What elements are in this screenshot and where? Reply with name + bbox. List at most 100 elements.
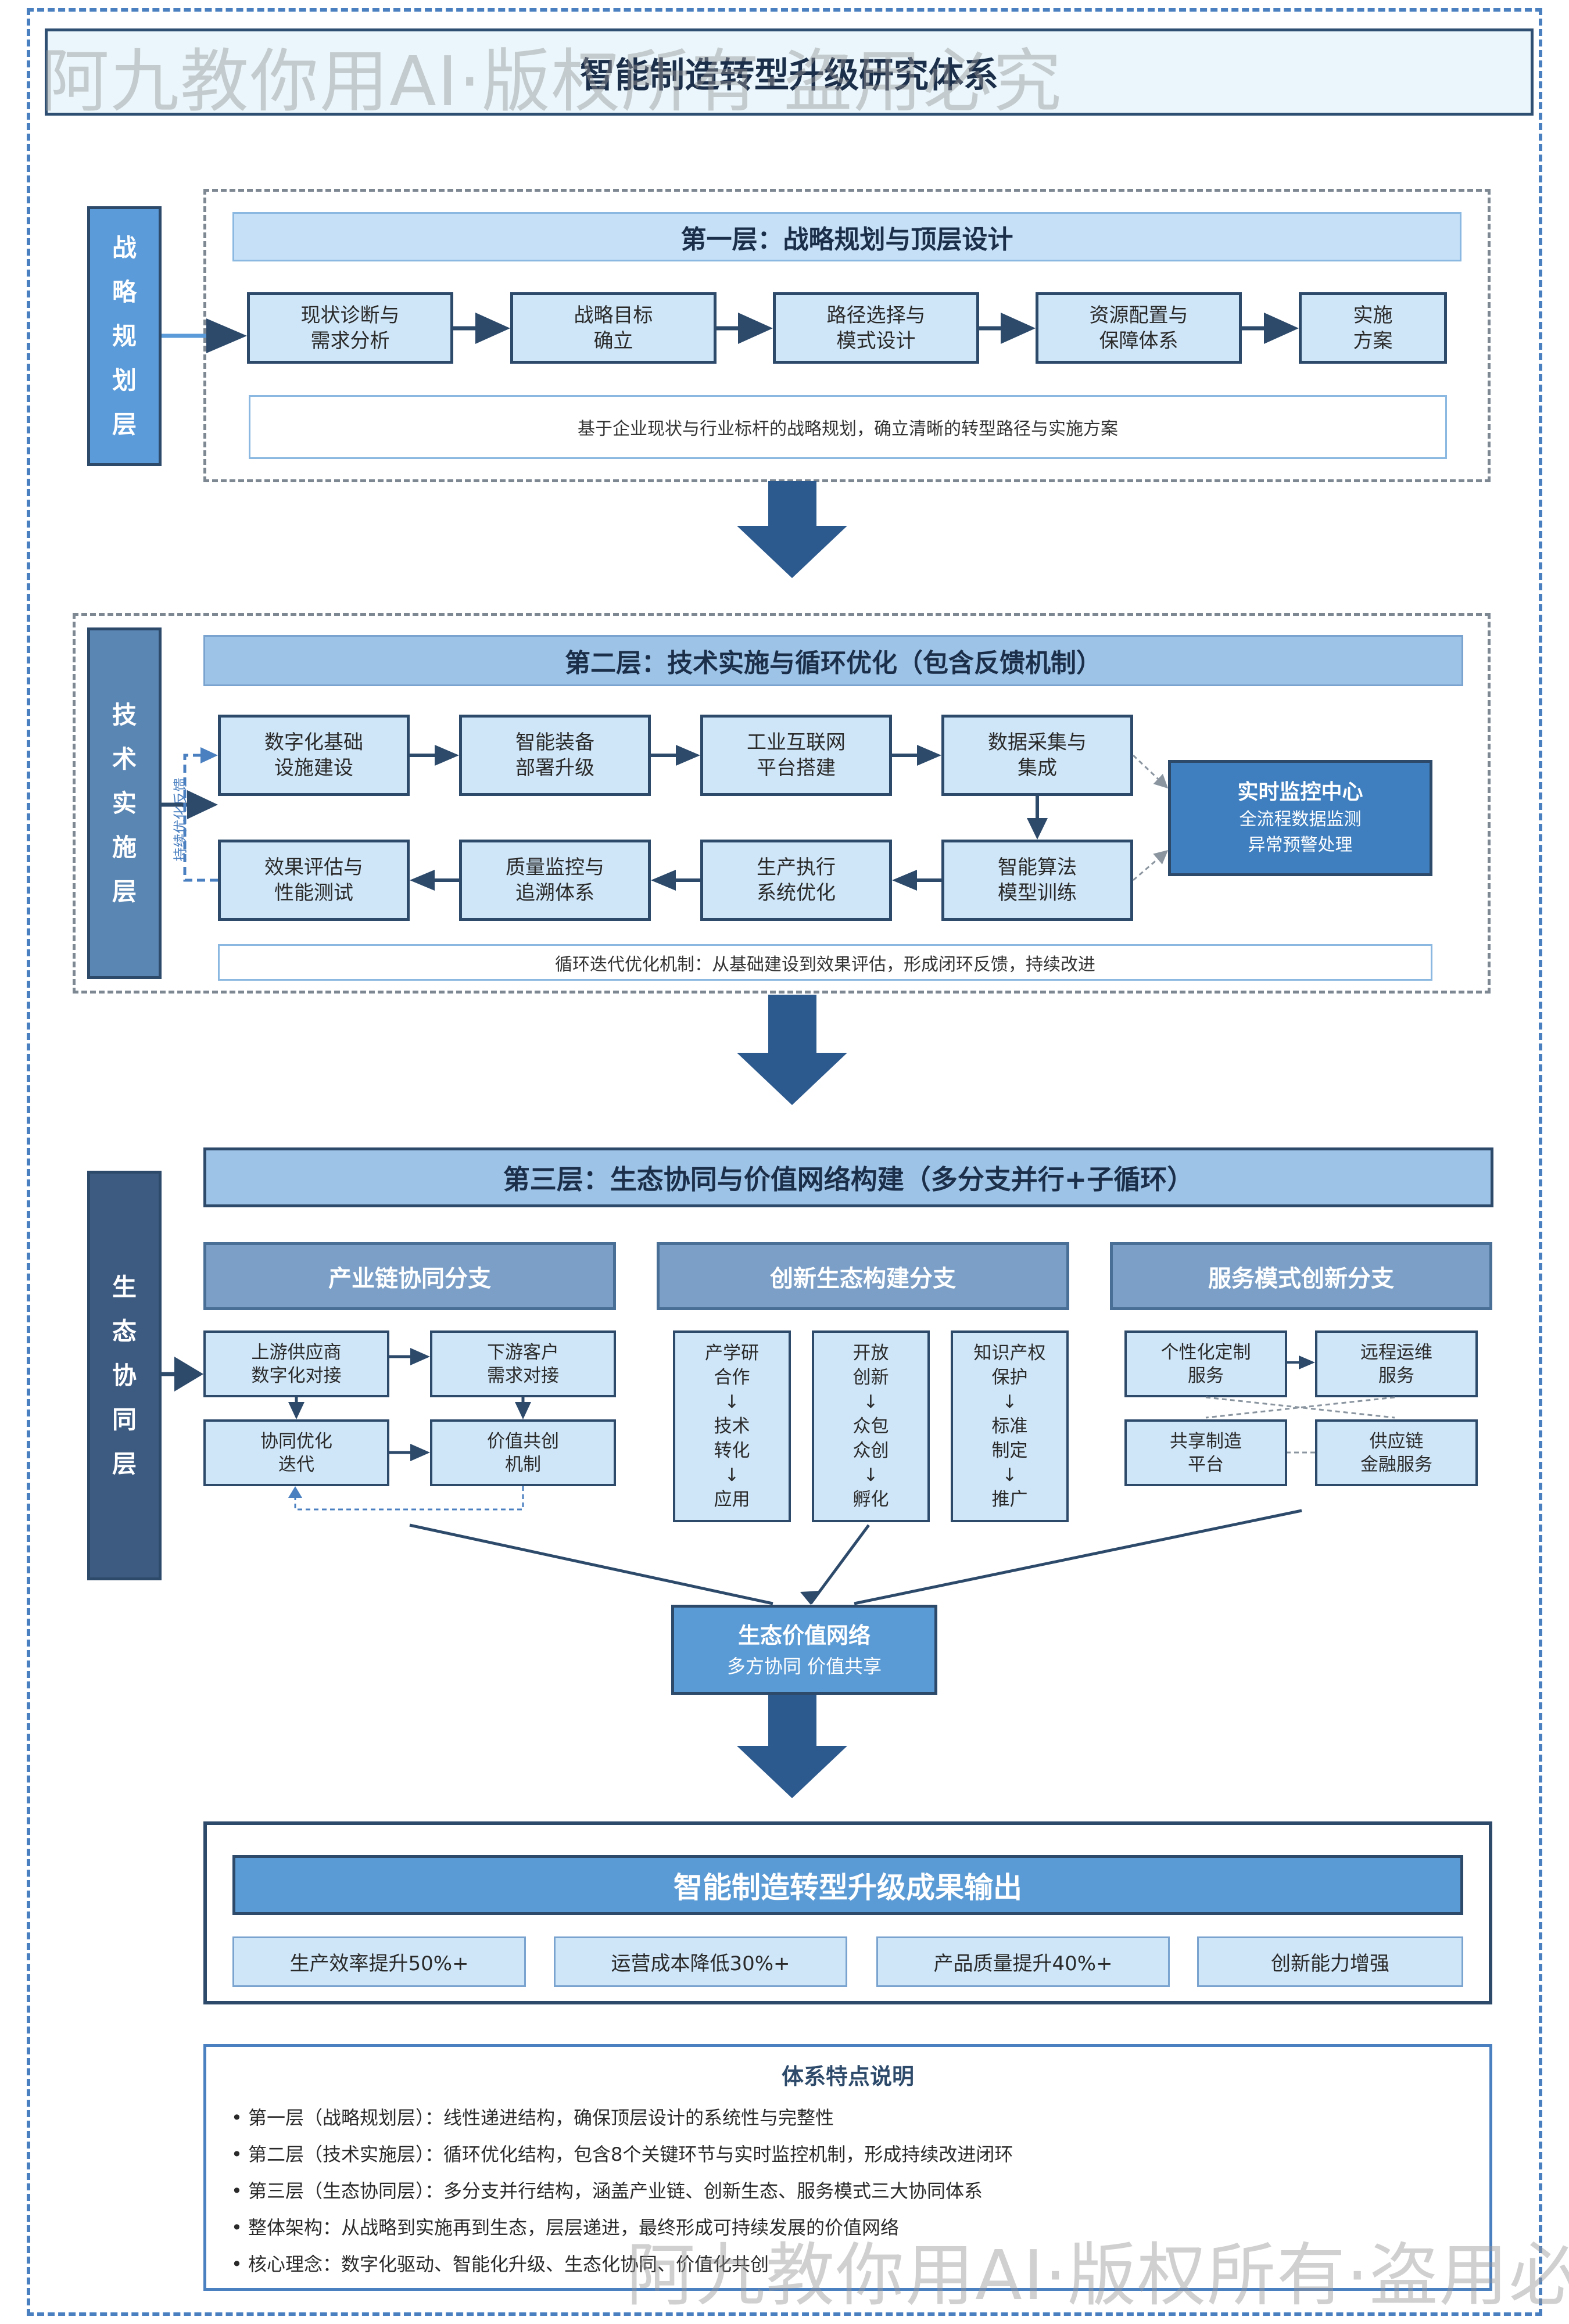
layer3-side-arrow bbox=[162, 1357, 203, 1391]
metric-cost: 运营成本降低30%+ bbox=[554, 1936, 847, 1987]
chain-upstream: 上游供应商 数字化对接 bbox=[203, 1330, 389, 1397]
col-text: 产学研 bbox=[705, 1343, 759, 1364]
col-arrow: ↓ bbox=[863, 1391, 879, 1412]
chain-value-cocreation: 价值共创 机制 bbox=[430, 1419, 616, 1486]
side-char: 层 bbox=[112, 410, 137, 439]
side-char: 技 bbox=[112, 700, 137, 729]
layer2-top-arrows bbox=[410, 745, 941, 766]
side-char: 略 bbox=[112, 277, 137, 306]
side-label-tech: 技 术 实 施 层 bbox=[87, 627, 162, 979]
side-char: 战 bbox=[112, 233, 137, 262]
col-text: 应用 bbox=[714, 1489, 750, 1510]
service-remote-maintenance: 远程运维 服务 bbox=[1315, 1330, 1478, 1397]
col-arrow: ↓ bbox=[724, 1465, 740, 1486]
service-shared-manufacturing: 共享制造 平台 bbox=[1124, 1419, 1287, 1486]
node-algorithm-training: 智能算法 模型训练 bbox=[941, 840, 1133, 921]
innovation-col-open-innovation: 开放 创新 ↓ 众包 众创 ↓ 孵化 bbox=[812, 1330, 930, 1522]
col-text: 众包 bbox=[852, 1416, 889, 1437]
value-network: 生态价值网络 多方协同 价值共享 bbox=[671, 1605, 937, 1695]
metric-efficiency: 生产效率提升50%+ bbox=[232, 1936, 526, 1987]
value-network-title: 生态价值网络 bbox=[737, 1622, 871, 1648]
side-label-ecosystem: 生 态 协 同 层 bbox=[87, 1171, 162, 1580]
layer1-side-arrow bbox=[162, 318, 247, 353]
col-text: 制定 bbox=[991, 1440, 1028, 1461]
side-label-strategy: 战 略 规 划 层 bbox=[87, 206, 162, 466]
col-text: 推广 bbox=[991, 1489, 1028, 1510]
page-title: 智能制造转型升级研究体系 bbox=[45, 28, 1534, 116]
col-arrow: ↓ bbox=[1002, 1391, 1018, 1412]
chain-collab-iteration: 协同优化 迭代 bbox=[203, 1419, 389, 1486]
side-char: 层 bbox=[112, 1449, 137, 1478]
col-text: 知识产权 bbox=[973, 1343, 1046, 1364]
node-digital-infra: 数字化基础 设施建设 bbox=[218, 715, 410, 796]
col-arrow: ↓ bbox=[1002, 1465, 1018, 1486]
col-text: 孵化 bbox=[852, 1489, 889, 1510]
node-data-collection: 数据采集与 集成 bbox=[941, 715, 1133, 796]
down-arrow-3 bbox=[737, 1695, 847, 1798]
service-customization: 个性化定制 服务 bbox=[1124, 1330, 1287, 1397]
watermark-top: 阿九教你用AI·版权所有·盗用必究 bbox=[41, 41, 1063, 121]
page-frame bbox=[27, 8, 1542, 2316]
node-smart-equipment: 智能装备 部署升级 bbox=[459, 715, 651, 796]
chain-downstream: 下游客户 需求对接 bbox=[430, 1330, 616, 1397]
branch-industry-chain: 产业链协同分支 bbox=[203, 1242, 616, 1310]
innovation-col-ip: 知识产权 保护 ↓ 标准 制定 ↓ 推广 bbox=[951, 1330, 1069, 1522]
side-char: 态 bbox=[112, 1317, 137, 1346]
side-char: 实 bbox=[112, 788, 137, 817]
layer2-down-arrow bbox=[1027, 796, 1048, 840]
layer2-note: 循环迭代优化机制：从基础建设到效果评估，形成闭环反馈，持续改进 bbox=[218, 944, 1432, 981]
feature-item: • 第一层（战略规划层）：线性递进结构，确保顶层设计的系统性与完整性 bbox=[231, 2107, 834, 2129]
node-quality-monitor: 质量监控与 追溯体系 bbox=[459, 840, 651, 921]
monitor-dashed-links bbox=[1132, 754, 1169, 881]
side-char: 层 bbox=[112, 877, 137, 906]
monitor-line2: 异常预警处理 bbox=[1248, 835, 1353, 855]
branch-service-innovation: 服务模式创新分支 bbox=[1110, 1242, 1492, 1310]
output-header: 智能制造转型升级成果输出 bbox=[232, 1855, 1463, 1915]
step-path-selection: 路径选择与 模式设计 bbox=[773, 292, 979, 364]
col-text: 转化 bbox=[714, 1440, 750, 1461]
value-network-links bbox=[409, 1509, 1302, 1605]
down-arrow-1 bbox=[737, 481, 847, 578]
branch-innovation-ecosystem: 创新生态构建分支 bbox=[657, 1242, 1069, 1310]
monitor-center: 实时监控中心 全流程数据监测 异常预警处理 bbox=[1168, 760, 1432, 876]
watermark-bottom: 阿九教你用AI·版权所有·盗用必究 bbox=[626, 2235, 1569, 2315]
col-text: 众创 bbox=[852, 1440, 889, 1461]
metric-quality: 产品质量提升40%+ bbox=[876, 1936, 1170, 1987]
col-arrow: ↓ bbox=[724, 1391, 740, 1412]
node-iiot-platform: 工业互联网 平台搭建 bbox=[700, 715, 892, 796]
side-char: 生 bbox=[112, 1272, 137, 1301]
side-char: 划 bbox=[112, 365, 137, 394]
service-arrows bbox=[1287, 1355, 1315, 1369]
service-dashed-links bbox=[1205, 1396, 1395, 1454]
layer2-bottom-arrows bbox=[410, 870, 941, 891]
node-effect-evaluation: 效果评估与 性能测试 bbox=[218, 840, 410, 921]
layer2-container bbox=[73, 613, 1491, 994]
monitor-line1: 全流程数据监测 bbox=[1239, 809, 1362, 830]
feature-item: • 第二层（技术实施层）：循环优化结构，包含8个关键环节与实时监控机制，形成持续… bbox=[231, 2143, 1013, 2165]
col-arrow: ↓ bbox=[863, 1465, 879, 1486]
col-text: 技术 bbox=[714, 1416, 750, 1437]
innovation-col-industry-academia: 产学研 合作 ↓ 技术 转化 ↓ 应用 bbox=[673, 1330, 791, 1522]
node-mes-optimization: 生产执行 系统优化 bbox=[700, 840, 892, 921]
chain-feedback-dashed bbox=[288, 1486, 524, 1511]
col-text: 保护 bbox=[991, 1367, 1028, 1388]
features-title: 体系特点说明 bbox=[781, 2063, 914, 2089]
layer2-header: 第二层：技术实施与循环优化（包含反馈机制） bbox=[203, 635, 1463, 686]
layer3-header: 第三层：生态协同与价值网络构建（多分支并行+子循环） bbox=[203, 1147, 1493, 1207]
side-char: 施 bbox=[112, 833, 137, 862]
feature-item: • 核心理念：数字化驱动、智能化升级、生态化协同、价值化共创 bbox=[231, 2253, 769, 2275]
col-text: 合作 bbox=[714, 1367, 750, 1388]
col-text: 开放 bbox=[852, 1343, 889, 1364]
down-arrow-2 bbox=[737, 995, 847, 1105]
metric-innovation: 创新能力增强 bbox=[1197, 1936, 1463, 1987]
layer1-header: 第一层：战略规划与顶层设计 bbox=[232, 212, 1461, 261]
col-text: 创新 bbox=[852, 1367, 889, 1388]
layer2-side-arrow bbox=[162, 790, 218, 819]
step-strategic-goal: 战略目标 确立 bbox=[510, 292, 717, 364]
value-network-arrowhead bbox=[800, 1591, 819, 1605]
service-supply-chain-finance: 供应链 金融服务 bbox=[1315, 1419, 1478, 1486]
side-char: 同 bbox=[112, 1405, 137, 1434]
features-container bbox=[203, 2044, 1492, 2291]
feature-item: • 整体架构：从战略到实施再到生态，层层递进，最终形成可持续发展的价值网络 bbox=[231, 2217, 900, 2239]
